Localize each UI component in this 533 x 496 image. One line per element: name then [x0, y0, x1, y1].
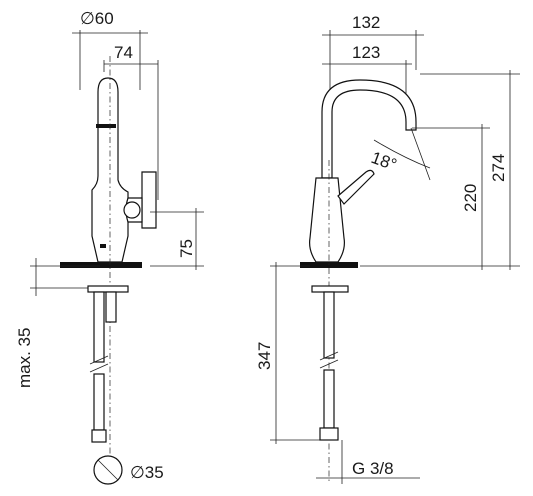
- front-view: [270, 30, 520, 484]
- counter-thickness-label: max. 35: [15, 328, 34, 388]
- total-height-label: 274: [489, 154, 508, 182]
- supply-hose-lower: [93, 373, 105, 431]
- supply-hose-upper: [93, 291, 105, 363]
- base-plate: [60, 262, 142, 268]
- lever-reach-label: 74: [114, 43, 133, 62]
- outlet-height-label: 220: [461, 184, 480, 212]
- hole-diameter-label: ∅35: [130, 463, 164, 482]
- lever-height-label: 75: [177, 239, 196, 258]
- spout-reach-total-label: 132: [352, 13, 380, 32]
- side-lever: [337, 169, 375, 205]
- lever-handle: [141, 171, 157, 229]
- mounting-hole-icon: [93, 455, 123, 485]
- hose-length-label: 347: [255, 342, 274, 370]
- base-diameter-label: ∅60: [80, 9, 114, 28]
- spout-base: [309, 177, 345, 263]
- spout-reach-outlet-label: 123: [352, 43, 380, 62]
- side-view: [30, 30, 204, 485]
- thread-connector: [319, 427, 339, 441]
- outlet-mark: [96, 124, 116, 128]
- connection-thread-label: G 3/8: [352, 459, 394, 478]
- clamp-plate: [87, 285, 129, 293]
- threaded-rod: [105, 291, 117, 323]
- hose-nut: [91, 429, 107, 443]
- gooseneck-spout: [321, 79, 417, 179]
